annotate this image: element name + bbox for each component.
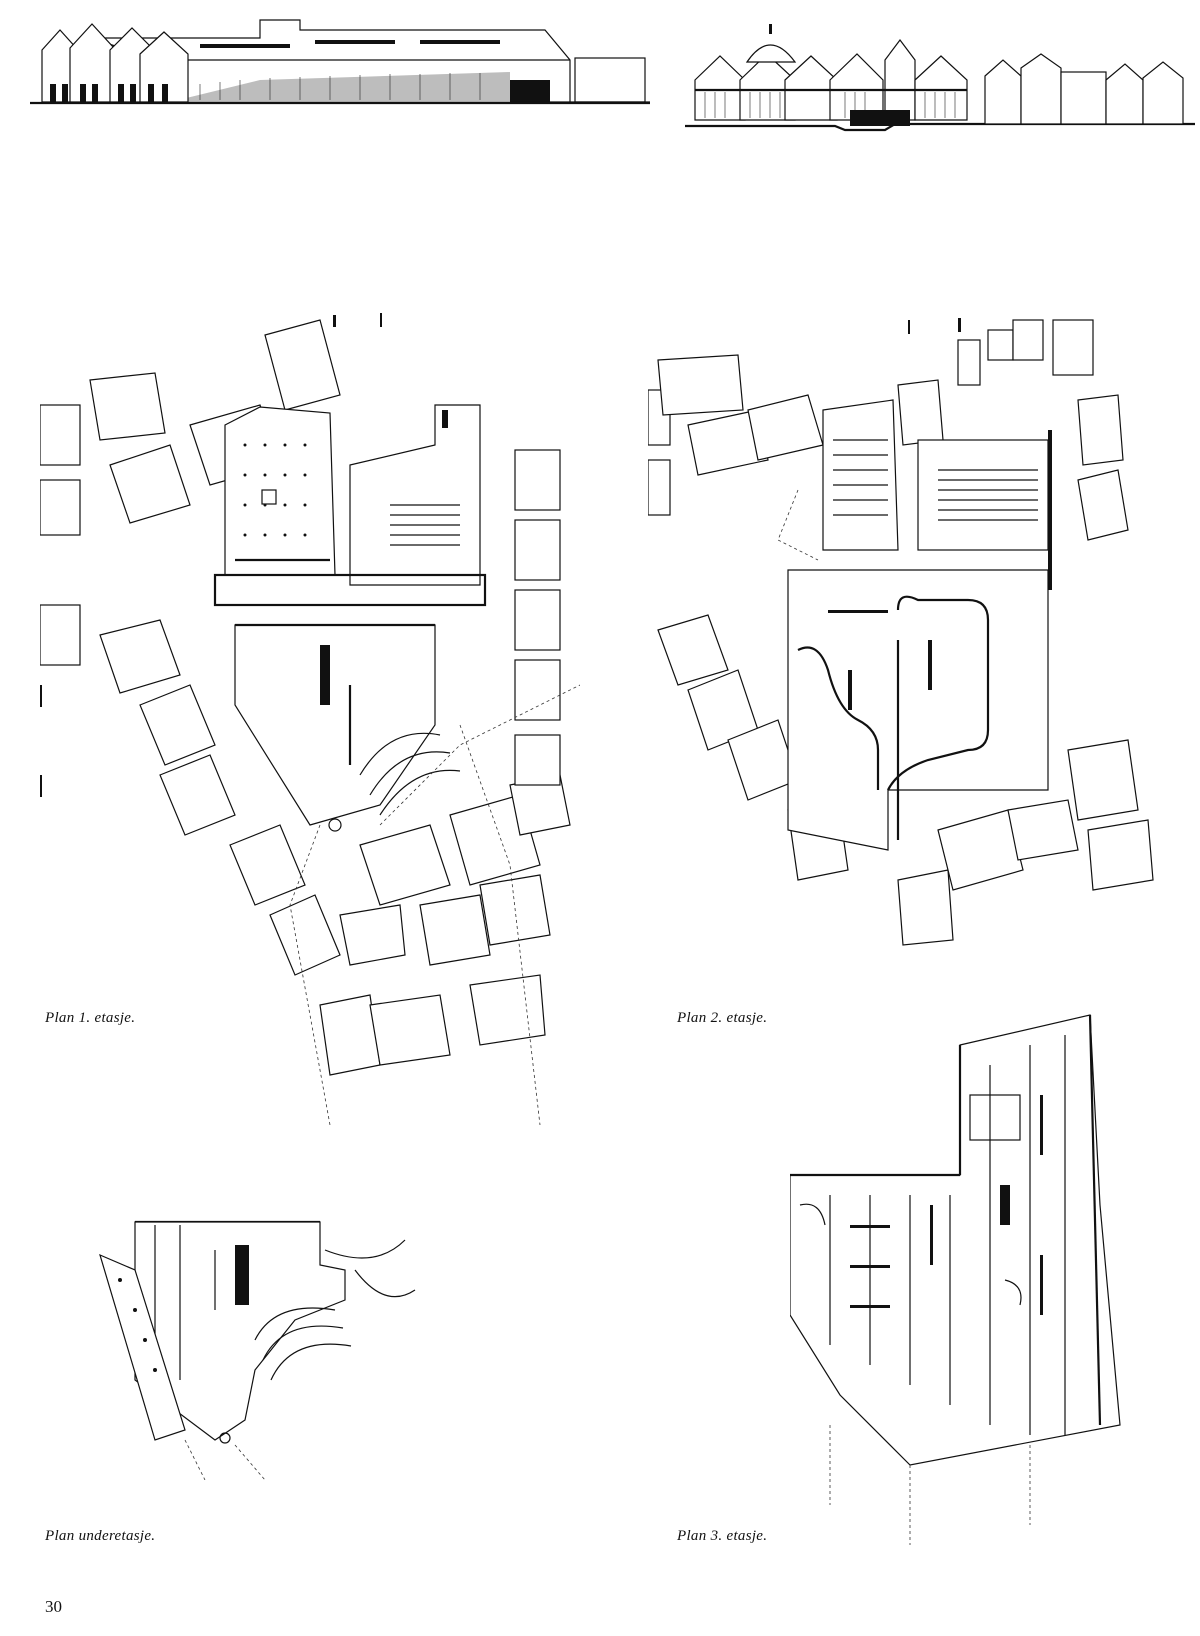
floor-plan-3 (790, 1014, 1121, 1545)
floor-plan-1 (40, 313, 580, 1125)
floor-plan-basement (99, 1220, 416, 1480)
caption-plan-3: Plan 3. etasje. (677, 1528, 768, 1544)
caption-plan-underetasje: Plan underetasje. (45, 1528, 156, 1544)
section-drawing-right (685, 24, 1195, 132)
caption-plan-1: Plan 1. etasje. (45, 1010, 136, 1026)
elevation-drawing-left (30, 19, 650, 105)
page-number: 30 (45, 1597, 62, 1616)
floor-plan-2 (648, 318, 1154, 946)
caption-plan-2: Plan 2. etasje. (677, 1010, 768, 1026)
